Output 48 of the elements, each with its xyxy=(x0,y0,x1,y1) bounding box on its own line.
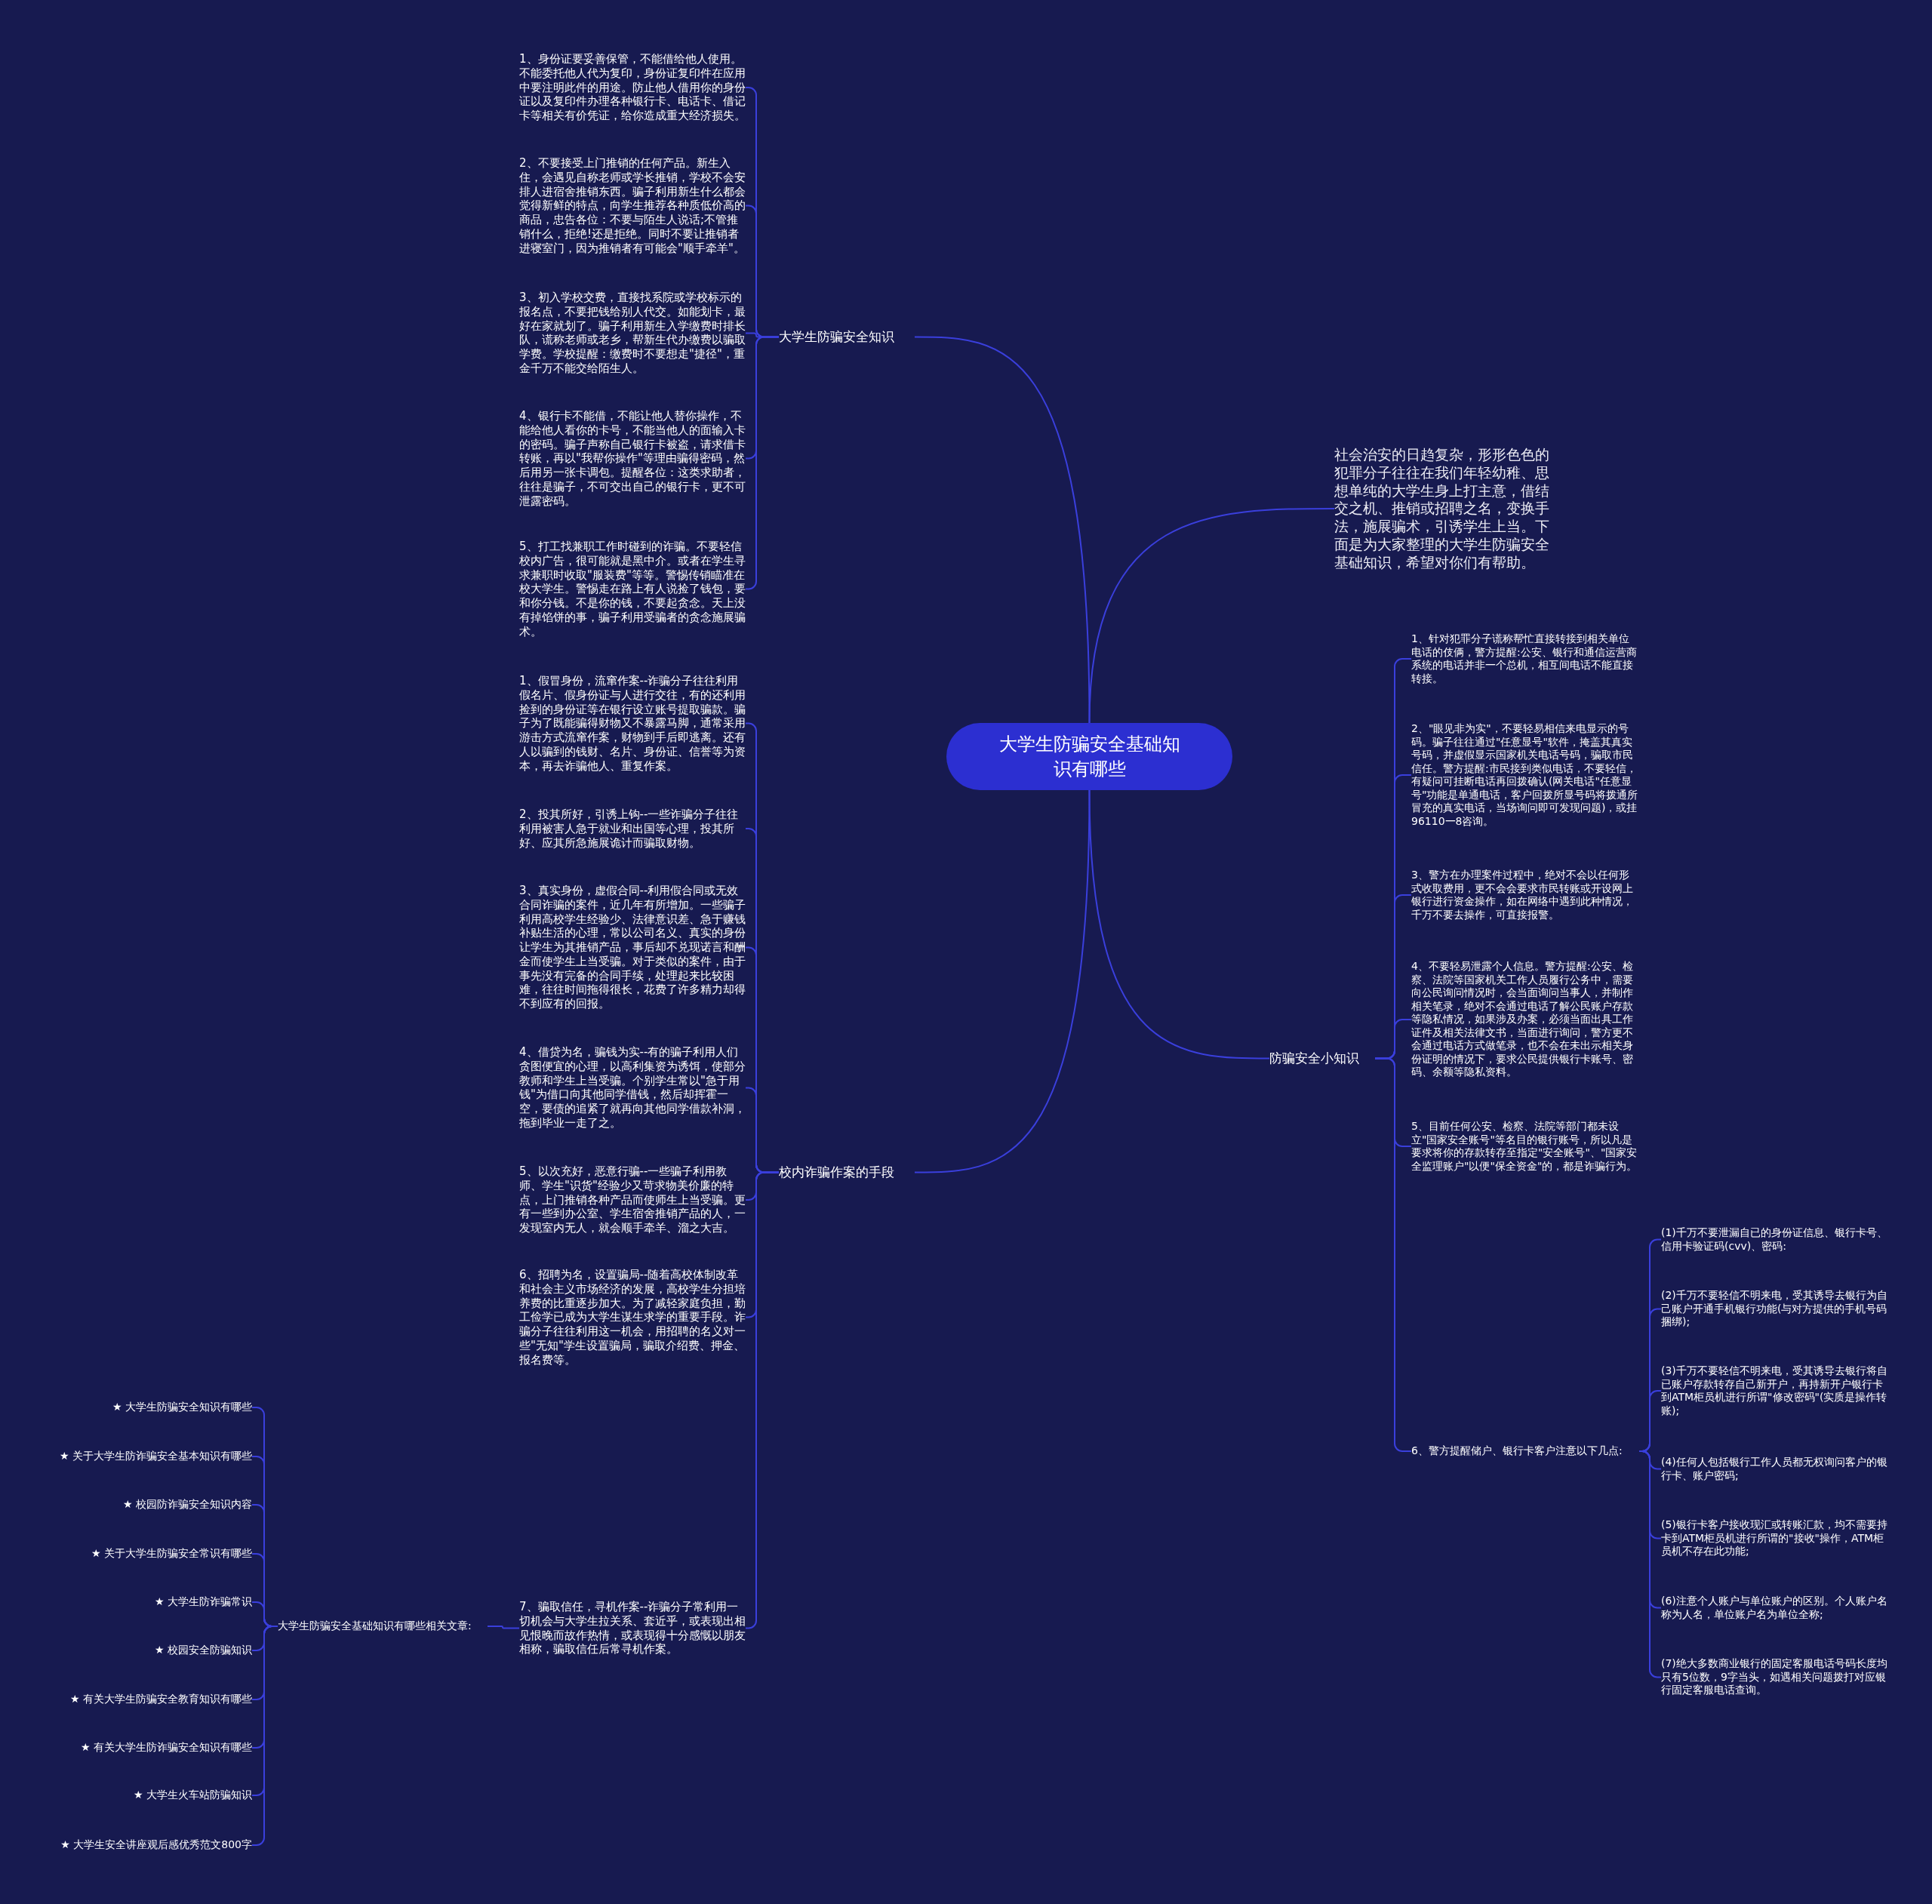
note-text: (6)注意个人账户与单位账户的区别。个人账户名称为人名，单位账户名为单位全称; xyxy=(1661,1595,1892,1621)
note-text: (7)绝大多数商业银行的固定客服电话号码长度均只有5位数，9字当头，如遇相关问题拨打对应银行固定客服电话查询。 xyxy=(1661,1657,1892,1697)
connector-line xyxy=(745,1171,780,1629)
note-text: (4)任何人包括银行工作人员都无权询问客户的银行卡、账户密码; xyxy=(1661,1456,1892,1482)
connector-line xyxy=(914,336,1091,724)
note-text: 3、真实身份，虚假合同--利用假合同或无效合同诈骗的案件，近几年有所增加。一些骗子利用高校学生经验少、法律意识差、急于赚钱补贴生活的心理，常以公司名义、真实的身份让学生为其推销产品，事后却不兑现诺言和酬金而使学生上当受骗。对于类似的案件，由于事先没有完备的合同手续，处理起来比较困难，往往时间拖得很长，花费了许多精力却得不到应有的回报。 xyxy=(519,884,746,1011)
branch-topic: 防骗安全小知识 xyxy=(1269,1050,1375,1067)
note-text: ★ 校园安全防骗知识 xyxy=(12,1644,252,1657)
note-text: 5、目前任何公安、检察、法院等部门都未设立"国家安全账号"等名目的银行账号，所以凡是要求将你的存款转存至指定"安全账号"、"国家安全监理账户"以便"保全资金"的，都是诈骗行为。 xyxy=(1411,1120,1639,1173)
note-text: ★ 关于大学生防骗安全常识有哪些 xyxy=(12,1547,252,1561)
note-text: 7、骗取信任，寻机作案--诈骗分子常利用一切机会与大学生拉关系、套近乎，或表现出相见恨晚而故作热情，或表现得十分感慨以朋友相称，骗取信任后常寻机作案。 xyxy=(519,1600,746,1656)
note-text: 3、警方在办理案件过程中，绝对不会以任何形式收取费用，更不会会要求市民转账或开设网上银行进行资金操作，如在网络中遇到此种情况，千万不要去操作，可直接报警。 xyxy=(1411,869,1639,921)
note-text: 1、身份证要妥善保管，不能借给他人使用。不能委托他人代为复印，身份证复印件在应用中要注明此件的用途。防止他人借用你的身份证以及复印件办理各种银行卡、电话卡、借记卡等相关有价凭证，给你造成重大经济损失。 xyxy=(519,52,746,123)
note-text: 5、打工找兼职工作时碰到的诈骗。不要轻信校内广告，很可能就是黑中介。或者在学生寻求兼职时收取"服装费"等等。警惕传销瞄准在校大学生。警惕走在路上有人说捡了钱包，要和你分钱。不是你的钱，不要起贪念。天上没有掉馅饼的事，骗子利用受骗者的贪念施展骗术。 xyxy=(519,540,746,639)
note-text: 2、不要接受上门推销的任何产品。新生入住，会遇见自称老师或学长推销，学校不会安排人进宿舍推销东西。骗子利用新生什么都会觉得新鲜的特点，向学生推荐各种质低价高的商品，忠告各位：不要与陌生人说话;不管推销什么，拒绝!还是拒绝。同时不要让推销者进寝室门，因为推销者有可能会"顺手牵羊"。 xyxy=(519,156,746,256)
intro-paragraph: 社会治安的日趋复杂，形形色色的犯罪分子往往在我们年轻幼稚、思想单纯的大学生身上打主意，借结交之机、推销或招聘之名，变换手法，施展骗术，引诱学生上当。下面是为大家整理的大学生防骗安全基础知识，希望对你们有帮助。 xyxy=(1334,446,1553,572)
note-text: ★ 大学生防诈骗常识 xyxy=(12,1595,252,1609)
note-text: 2、投其所好，引诱上钩--一些诈骗分子往往利用被害人急于就业和出国等心理，投其所好、应其所急施展诡计而骗取财物。 xyxy=(519,807,746,850)
note-text: ★ 有关大学生防诈骗安全知识有哪些 xyxy=(12,1741,252,1755)
branch-topic: 大学生防骗安全基础知识有哪些相关文章: xyxy=(278,1619,488,1633)
note-text: 4、银行卡不能借，不能让他人替你操作，不能给他人看你的卡号，不能当他人的面输入卡的密码。骗子声称自己银行卡被盗，请求借卡转账，再以"我帮你操作"等理由骗得密码，然后用另一张卡调包。提醒各位：这类求助者，往往是骗子，不可交出自己的银行卡，更不可泄露密码。 xyxy=(519,409,746,509)
note-text: ★ 大学生安全讲座观后感优秀范文800字 xyxy=(12,1838,252,1852)
note-text: 1、针对犯罪分子谎称帮忙直接转接到相关单位电话的伎俩，警方提醒:公安、银行和通信运营商系统的电话并非一个总机，相互间电话不能直接转接。 xyxy=(1411,632,1639,685)
branch-topic: 大学生防骗安全知识 xyxy=(779,329,915,346)
note-text: 3、初入学校交费，直接找系院或学校标示的报名点，不要把钱给别人代交。如能划卡，最好在家就划了。骗子利用新生入学缴费时排长队，谎称老师或老乡，帮新生代办缴费以骗取学费。学校提醒：缴费时不要想走"捷径"，重金千万不能交给陌生人。 xyxy=(519,291,746,376)
note-text: 2、"眼见非为实"，不要轻易相信来电显示的号码。骗子往往通过"任意显号"软件，掩盖其真实号码，并虚假显示国家机关电话号码，骗取市民信任。警方提醒:市民接到类似电话，不要轻信，有疑问可挂断电话再回拨确认(网关电话"任意显号"功能是单通电话，客户回拨所显号码将拨通所冒充的真实电话，当场询问即可发现问题)，或挂96110一8咨询。 xyxy=(1411,722,1639,828)
note-text: 5、以次充好，恶意行骗--一些骗子利用教师、学生"识货"经验少又苛求物美价廉的特点，上门推销各种产品而使师生上当受骗。更有一些到办公室、学生宿舍推销产品的人，一发现室内无人，就会顺手牵羊、溜之大吉。 xyxy=(519,1164,746,1235)
central-topic: 大学生防骗安全基础知识有哪些 xyxy=(946,723,1232,790)
note-text: (5)银行卡客户接收现汇或转账汇款，均不需要持卡到ATM柜员机进行所谓的"接收"操作，ATM柜员机不存在此功能; xyxy=(1661,1518,1892,1558)
connector-line xyxy=(1088,789,1270,1060)
connector-line xyxy=(487,1626,520,1629)
note-text: (2)千万不要轻信不明来电，受其诱导去银行为自己账户开通手机银行功能(与对方提供的手机号码捆绑); xyxy=(1661,1289,1892,1329)
note-text: ★ 大学生火车站防骗知识 xyxy=(12,1789,252,1802)
note-text: (1)千万不要泄漏自已的身份证信息、银行卡号、信用卡验证码(cvv)、密码: xyxy=(1661,1226,1892,1253)
note-text: 4、不要轻易泄露个人信息。警方提醒:公安、检察、法院等国家机关工作人员履行公务中，需要向公民询问情况时，会当面询问当事人，并制作相关笔录，绝对不会通过电话了解公民账户存款等隐私情况，如果涉及办案，必须当面出具工作证件及相关法律文书，当面进行询问，警方更不会通过电话方式做笔录，也不会在未出示相关身份证明的情况下，要求公民提供银行卡账号、密码、余额等隐私资料。 xyxy=(1411,960,1639,1079)
note-text: 6、警方提醒储户、银行卡客户注意以下几点: xyxy=(1411,1444,1639,1458)
note-text: 6、招聘为名，设置骗局--随着高校体制改革和社会主义市场经济的发展，高校学生分担培养费的比重逐步加大。为了减轻家庭负担，勤工俭学已成为大学生谋生求学的重要手段。诈骗分子往往利用这一机会，用招聘的名义对一些"无知"学生设置骗局，骗取介绍费、押金、报名费等。 xyxy=(519,1268,746,1367)
connector-line xyxy=(1088,508,1335,724)
connector-line xyxy=(745,336,780,590)
note-text: ★ 关于大学生防诈骗安全基本知识有哪些 xyxy=(12,1450,252,1463)
connector-line xyxy=(914,789,1091,1173)
note-text: ★ 校园防诈骗安全知识内容 xyxy=(12,1498,252,1512)
note-text: (3)千万不要轻信不明来电，受其诱导去银行将自已账户存款转存自己新开户，再持新开户银行卡到ATM柜员机进行所谓"修改密码"(实质是操作转账); xyxy=(1661,1364,1892,1417)
note-text: ★ 有关大学生防骗安全教育知识有哪些 xyxy=(12,1693,252,1706)
note-text: ★ 大学生防骗安全知识有哪些 xyxy=(12,1401,252,1414)
branch-topic: 校内诈骗作案的手段 xyxy=(779,1164,915,1181)
note-text: 4、借贷为名，骗钱为实--有的骗子利用人们贪图便宜的心理，以高利集资为诱饵，使部分教师和学生上当受骗。个别学生常以"急于用钱"为借口向其他同学借钱，然后却挥霍一空，要债的追紧了就再向其他同学借款补洞，拖到毕业一走了之。 xyxy=(519,1045,746,1130)
note-text: 1、假冒身份，流窜作案--诈骗分子往往利用假名片、假身份证与人进行交往，有的还利用捡到的身份证等在银行设立账号提取骗款。骗子为了既能骗得财物又不暴露马脚，通常采用游击方式流窜作案，财物到手后即逃离。还有人以骗到的钱财、名片、身份证、信誉等为资本，再去诈骗他人、重复作案。 xyxy=(519,674,746,774)
